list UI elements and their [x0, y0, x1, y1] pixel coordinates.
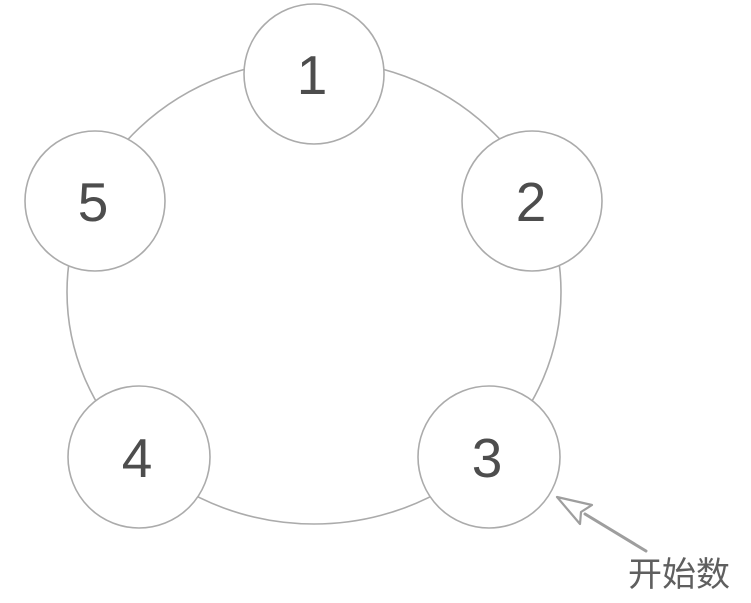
annotation-start-counting-label: 开始数: [628, 556, 730, 594]
node-2-label: 2: [516, 171, 547, 233]
start-arrow: [555, 495, 648, 553]
start-arrow-head-icon: [555, 495, 594, 526]
node-5-label: 5: [78, 171, 109, 233]
node-4: 4: [67, 385, 211, 529]
node-3: 3: [417, 385, 561, 529]
node-3-label: 3: [472, 427, 503, 489]
start-arrow-shaft: [583, 512, 648, 553]
node-1-circle: [243, 3, 385, 145]
node-2-circle: [461, 130, 603, 272]
node-3-circle: [417, 385, 561, 529]
node-5: 5: [24, 130, 166, 272]
node-4-label: 4: [122, 427, 153, 489]
node-4-circle: [67, 385, 211, 529]
node-5-circle: [24, 130, 166, 272]
node-2: 2: [461, 130, 603, 272]
node-1: 1: [243, 3, 385, 145]
node-1-label: 1: [297, 44, 328, 106]
